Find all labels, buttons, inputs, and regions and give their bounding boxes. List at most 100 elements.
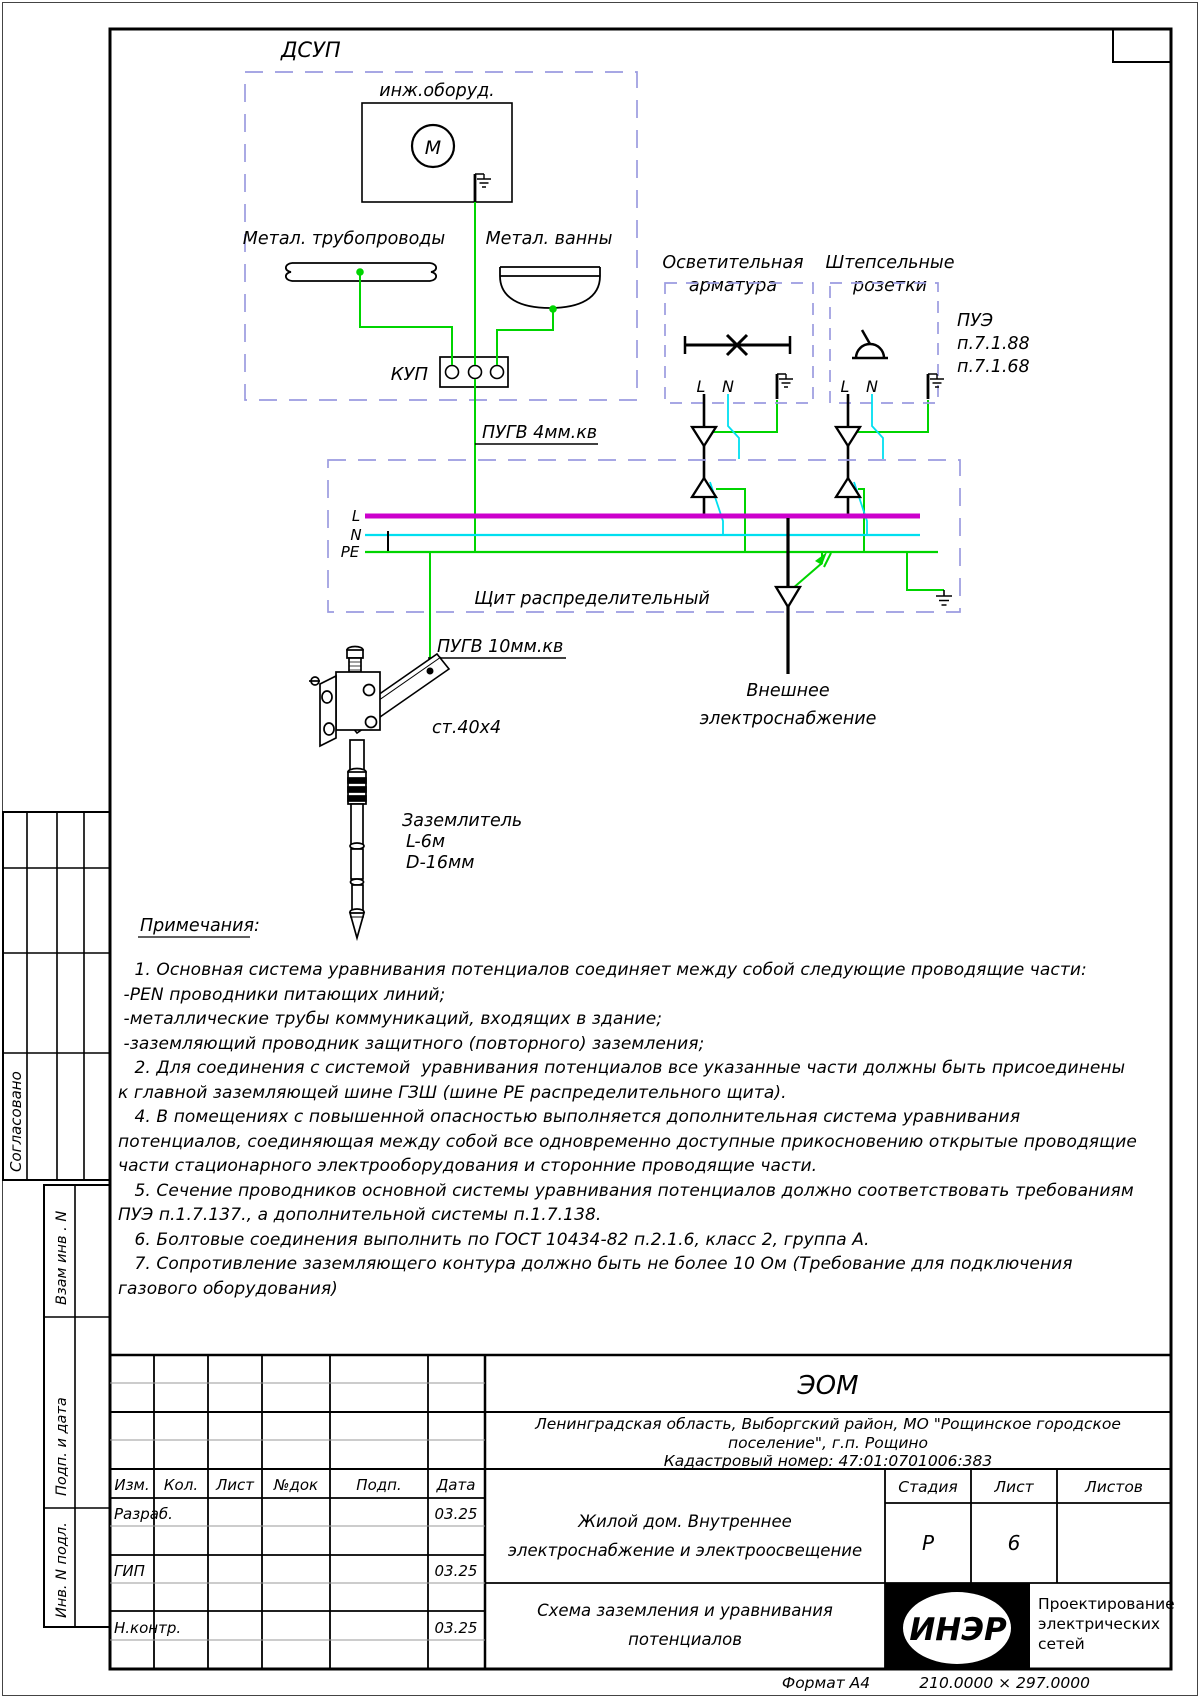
wire4-callout: ПУГВ 4мм.кв (475, 423, 598, 445)
company-line: Проектирование (1038, 1595, 1175, 1613)
wire-socket-pe-bus (858, 488, 865, 551)
motor-earth-icon (473, 173, 491, 202)
wire-bath-kup (496, 309, 554, 365)
object-line: электроснабжение и электроосвещение (508, 1541, 862, 1560)
note-line: -металлические трубы коммуникаций, входя… (118, 1009, 663, 1029)
wire10-label: ПУГВ 10мм.кв (437, 637, 563, 657)
note-line: части стационарного электрооборудования … (118, 1156, 818, 1176)
sign-role: Разраб. (114, 1505, 173, 1523)
dsup-label: ДСУП (280, 38, 341, 62)
earth-label-3: D-16мм (406, 853, 474, 873)
rev-col: Лист (215, 1476, 255, 1494)
rev-col: №док (273, 1476, 318, 1494)
rev-col: Подп. (356, 1476, 401, 1494)
doc-name-line: потенциалов (628, 1630, 742, 1649)
sign-date: 03.25 (435, 1619, 478, 1637)
notes-block: 1. Основная система уравнивания потенциа… (118, 958, 1137, 1301)
wire10-callout: ПУГВ 10мм.кв (428, 637, 566, 659)
clamp (309, 645, 381, 748)
note-line: 2. Для соединения с системой уравнивания… (118, 1058, 1126, 1078)
bath-bond-dot (549, 305, 557, 313)
socket-group: Штепсельные розетки L N (825, 253, 955, 404)
strip-label: ст.40х4 (432, 718, 501, 738)
wire-socket-pe (851, 400, 929, 433)
sign-role: Н.контр. (114, 1619, 181, 1637)
stamp-approved: Согласовано (7, 1071, 25, 1172)
dimensions-label: 210.0000 × 297.0000 (919, 1674, 1090, 1692)
rev-col: Кол. (164, 1476, 198, 1494)
board-dashed-box (327, 459, 961, 613)
object-line: Жилой дом. Внутреннее (577, 1512, 792, 1531)
sheet-label: Лист (993, 1478, 1034, 1496)
address-line: Ленинградская область, Выборгский район,… (534, 1415, 1121, 1433)
ground-electrode: ст.40х4 (309, 645, 522, 942)
sheets-label: Листов (1084, 1478, 1143, 1496)
board-earth-icon (936, 590, 952, 606)
note-line: 4. В помещениях с повышенной опасностью … (118, 1107, 1021, 1127)
kup-label: КУП (391, 364, 429, 385)
pipes-label: Метал. трубопроводы (243, 229, 446, 249)
lighting-label-2: арматура (689, 276, 777, 296)
kup-terminal-hole (467, 364, 483, 380)
logo-text: ИНЭР (909, 1612, 1007, 1648)
socket-dashed-box (829, 282, 939, 404)
wire-pipe-kup (359, 272, 453, 365)
lighting-label-1: Осветительная (662, 253, 803, 273)
logo-ellipse (903, 1592, 1011, 1664)
strip-bond-dot (426, 667, 434, 675)
n-bus-label: N (350, 526, 361, 544)
doc-name-line: Схема заземления и уравнивания (537, 1601, 833, 1620)
board-label: Щит распределительный (474, 589, 710, 609)
feeder-arrows (689, 425, 863, 499)
bathtub-symbol (499, 266, 601, 309)
lighting-group: Осветительная арматура L N (662, 253, 814, 404)
sign-date: 03.25 (435, 1562, 478, 1580)
wire-light-pe (707, 400, 778, 433)
pue-ref-1: п.7.1.88 (957, 334, 1030, 354)
title-block-thin-lines (110, 1382, 485, 1641)
wire-light-pe-bus (716, 488, 746, 551)
arrow-down-icon (833, 425, 863, 449)
baths-label: Метал. ванны (486, 229, 613, 249)
corner-reference-box (1112, 28, 1172, 63)
equipment-label: инж.оборуд. (379, 81, 494, 101)
lamp-icon (683, 333, 792, 357)
wire4-label: ПУГВ 4мм.кв (482, 423, 597, 443)
note-line: 5. Сечение проводников основной системы … (118, 1180, 1134, 1201)
title-block-lines (110, 1353, 1171, 1669)
stamp-sign-date: Подп. и дата (54, 1397, 70, 1496)
sheet-value: 6 (1008, 1531, 1021, 1555)
note-line: -PEN проводники питающих линий; (118, 984, 446, 1005)
pue-ref-2: п.7.1.68 (957, 357, 1030, 377)
external-label-1: Внешнее (746, 681, 829, 701)
sign-date: 03.25 (435, 1505, 478, 1523)
lighting-n-pin: N (722, 377, 734, 396)
rev-col: Изм. (114, 1476, 149, 1494)
note-line: газового оборудования) (118, 1278, 338, 1299)
switch-arrowhead (815, 552, 827, 565)
kup-terminal: КУП (391, 356, 509, 388)
notes-title: Примечания: (140, 916, 260, 936)
arrow-down-icon (689, 425, 719, 449)
pipe-bond-dot (356, 268, 364, 276)
note-line: 7. Сопротивление заземляющего контура до… (118, 1254, 1073, 1274)
metal-pipes: Метал. трубопроводы (243, 229, 446, 282)
switch-link (791, 553, 823, 590)
sockets-label-1: Штепсельные (825, 253, 954, 273)
socket-earth-icon (926, 373, 944, 399)
motor-letter: М (425, 137, 441, 159)
arrow-up-icon (689, 475, 719, 499)
sockets-label-2: розетки (852, 276, 927, 296)
socket-n-pin: N (866, 377, 878, 396)
note-line: 6. Болтовые соединения выполнить по ГОСТ… (118, 1229, 870, 1250)
l-bus-label: L (352, 507, 360, 525)
pue-reference: ПУЭ п.7.1.88 п.7.1.68 (957, 311, 1030, 377)
company-line: сетей (1038, 1635, 1085, 1653)
note-line: ПУЭ п.1.7.137., а дополнительной системы… (118, 1205, 602, 1225)
title-block-text: ЭОМ Ленинградская область, Выборгский ра… (114, 1371, 1143, 1649)
dsup-dashed-box (244, 71, 638, 401)
kup-terminal-hole (444, 364, 460, 380)
notes-title-group: Примечания: (138, 916, 260, 938)
